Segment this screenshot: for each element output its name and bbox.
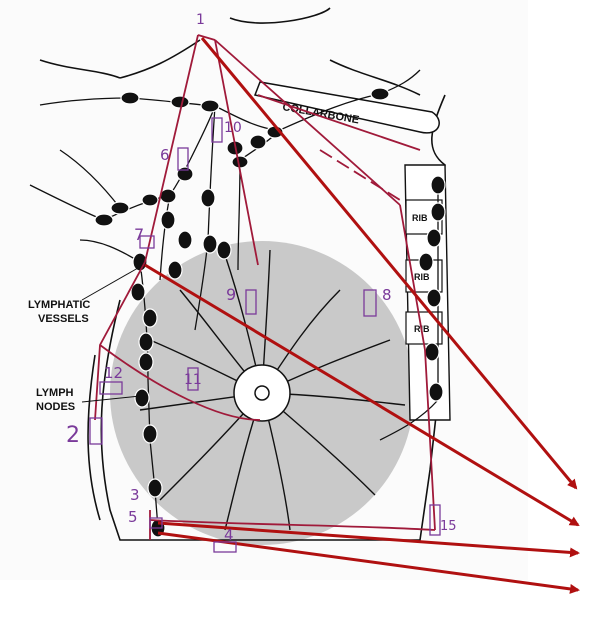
annotation-arrows <box>144 37 580 594</box>
annotation-2: 2 <box>66 423 80 448</box>
nipple <box>233 364 291 422</box>
lymphatic-pointer <box>81 267 139 301</box>
arrow-1 <box>200 37 578 490</box>
printed-labels: LYMPHATIC VESSELS LYMPH NODES <box>28 267 141 413</box>
lymphatic-label-line2: VESSELS <box>38 313 89 325</box>
lymph-nodes-pointer <box>81 395 141 403</box>
annotation-lines <box>94 34 436 540</box>
annotation-numbers: 1 10 6 7 9 8 12 11 2 3 5 4 15 <box>66 12 457 544</box>
annotation-9: 9 <box>226 285 236 304</box>
annotation-boxes <box>89 117 441 553</box>
annotation-8: 8 <box>382 286 392 304</box>
annotation-6: 6 <box>160 146 170 164</box>
annotation-4: 4 <box>224 526 234 544</box>
lymph-nodes-label-line2: NODES <box>36 401 75 413</box>
collarbone: COLLARBONE <box>253 81 440 134</box>
annotation-10: 10 <box>224 120 242 136</box>
annotation-7: 7 <box>134 225 144 244</box>
lymph-nodes-label-line1: LYMPH <box>36 387 74 399</box>
annotation-15: 15 <box>440 519 457 534</box>
arrow-2 <box>144 263 580 527</box>
body-outline <box>39 7 446 541</box>
annotation-3: 3 <box>130 486 140 504</box>
annotation-11: 11 <box>184 372 202 388</box>
annotation-12: 12 <box>104 364 123 382</box>
arrow-3 <box>157 521 580 558</box>
lymphatic-label-line1: LYMPHATIC <box>28 299 90 311</box>
annotation-1: 1 <box>196 12 205 28</box>
rib-label-2: RIB <box>414 272 430 282</box>
annotation-5: 5 <box>128 508 138 526</box>
rib-label-1: RIB <box>412 213 428 223</box>
